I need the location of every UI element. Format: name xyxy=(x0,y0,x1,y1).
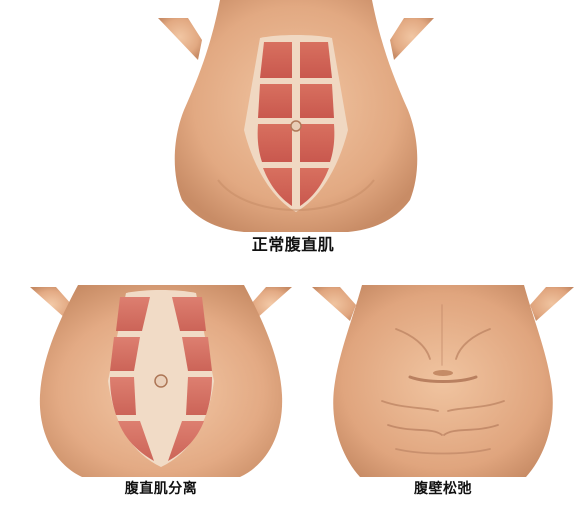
right-rectus-muscle xyxy=(300,42,335,206)
diastasis-recti-illustration xyxy=(30,285,292,477)
caption-diastasis-recti: 腹直肌分离 xyxy=(124,481,198,497)
left-arm-shape xyxy=(30,287,72,319)
right-arm-shape xyxy=(250,287,292,319)
right-arm-shape xyxy=(530,287,574,321)
normal-torso-svg xyxy=(158,0,434,232)
left-arm-shape xyxy=(312,287,356,321)
left-rectus-muscle xyxy=(257,42,292,206)
navel-icon xyxy=(433,370,453,376)
left-rectus-muscle-separated xyxy=(110,297,154,461)
diastasis-torso-svg xyxy=(30,285,292,477)
skin-fold-lines xyxy=(381,304,505,455)
lax-torso-svg xyxy=(312,285,574,477)
right-arm-shape xyxy=(390,18,434,60)
caption-lax-abdominal-wall: 腹壁松弛 xyxy=(414,481,472,497)
lax-abdominal-wall-illustration xyxy=(312,285,574,477)
right-rectus-muscle-separated xyxy=(168,297,212,461)
navel-icon xyxy=(154,374,168,388)
navel-icon xyxy=(290,120,302,132)
normal-rectus-illustration xyxy=(158,0,434,232)
left-arm-shape xyxy=(158,18,202,60)
caption-normal-rectus: 正常腹直肌 xyxy=(251,235,335,254)
